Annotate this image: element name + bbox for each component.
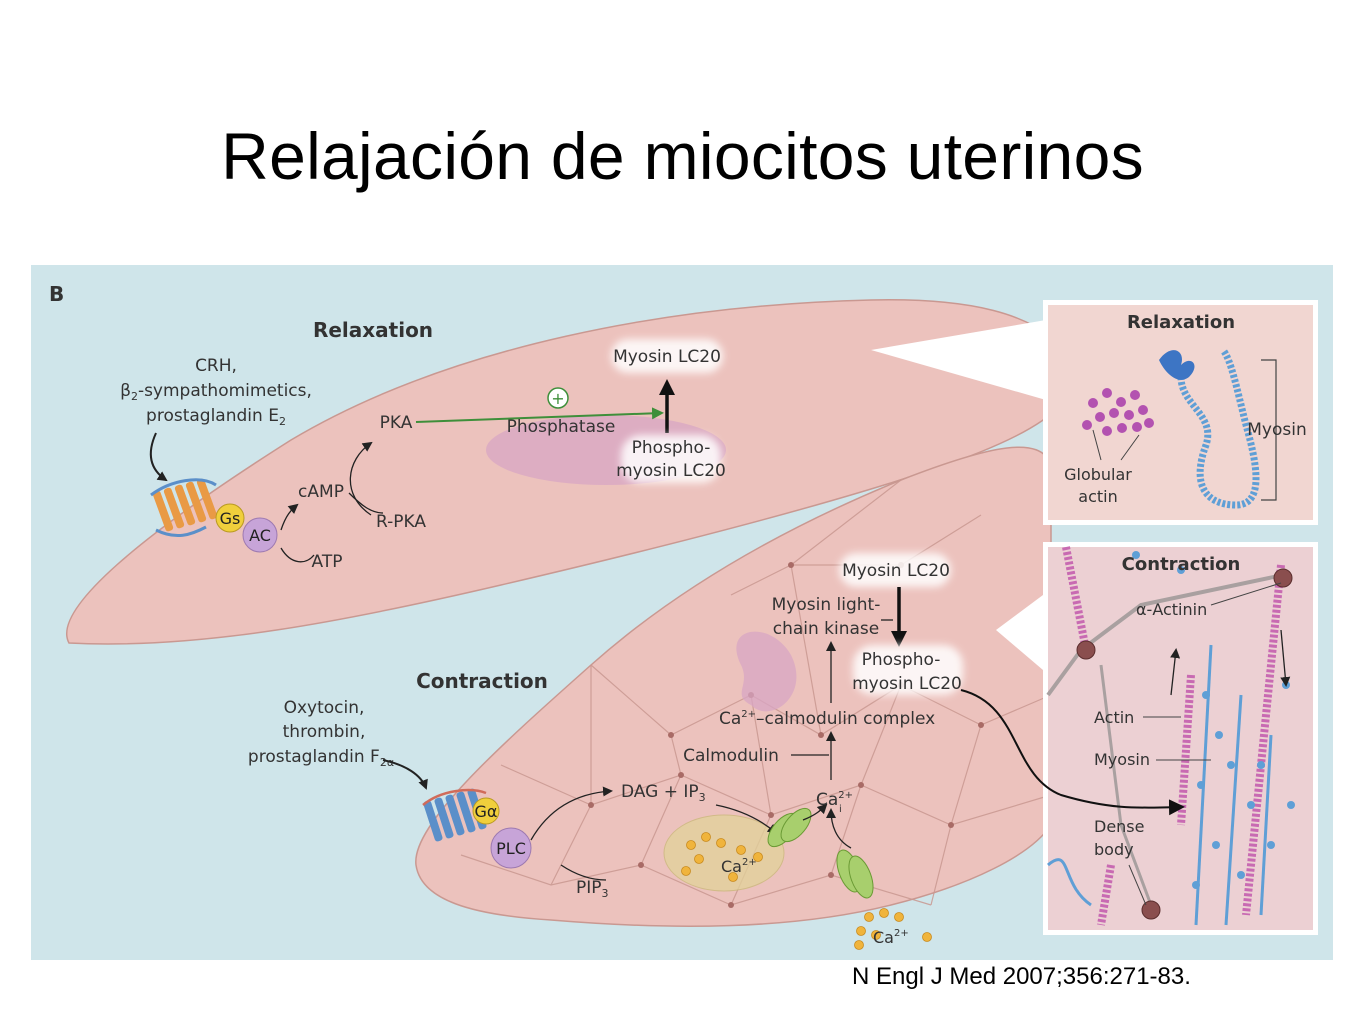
ac-to-camp-arrow xyxy=(280,503,299,531)
contraction-inset xyxy=(1048,547,1313,930)
relax-agonist-line3: prostaglandin E2 xyxy=(146,406,286,428)
extracellular-calcium-ions xyxy=(854,908,932,950)
globular-line1: Globular xyxy=(1064,465,1132,484)
relaxation-heading: Relaxation xyxy=(313,318,433,342)
relax-myosin-lc20: Myosin LC20 xyxy=(613,347,721,367)
contract-agonist-line2: thrombin, xyxy=(283,722,366,742)
myosin-head xyxy=(1159,350,1195,380)
camp-label: cAMP xyxy=(298,482,344,502)
inset-contraction-heading: Contraction xyxy=(1122,554,1241,575)
inset-myosin-label: Myosin xyxy=(1247,420,1306,440)
relax-agonist-line2: β2-sympathomimetics, xyxy=(120,381,312,403)
actin-up-arrow xyxy=(1170,648,1181,696)
galpha-protein xyxy=(472,797,500,825)
camp-to-pka-arrow xyxy=(349,441,373,516)
plc-to-dag-arrow xyxy=(530,786,613,841)
adenylyl-cyclase xyxy=(242,517,278,553)
sr-ca-label: Ca2+ xyxy=(721,857,757,876)
relax-agonist-arrow xyxy=(149,432,168,482)
relaxation-receptor xyxy=(150,478,218,538)
ac-label: AC xyxy=(249,526,271,545)
dense-bodies xyxy=(1076,568,1293,920)
actinin-label: α-Actinin xyxy=(1136,600,1207,619)
to-inset-arrow xyxy=(960,689,1185,816)
uterine-myocyte-diagram: Gs AC CRH, β2-sympathomimetics, prostagl… xyxy=(31,265,1333,960)
contract-phospho-glow xyxy=(853,645,963,695)
relax-myosin-glow xyxy=(611,339,723,373)
plc-label: PLC xyxy=(496,839,526,858)
plus-sign: + xyxy=(551,389,564,408)
myosin-bracket xyxy=(1261,359,1277,501)
sr-calcium-channel xyxy=(767,807,812,848)
contract-agonist-line1: Oxytocin, xyxy=(284,698,365,718)
contraction-nucleus xyxy=(736,631,797,712)
rpka-line xyxy=(348,492,384,514)
sr-release-arrow xyxy=(802,803,828,821)
pip3-label: PIP3 xyxy=(576,878,609,900)
dense-body-leader xyxy=(1128,864,1147,906)
actinin-filament xyxy=(1046,573,1284,697)
relax-phospho-line2: myosin LC20 xyxy=(616,461,726,481)
cai-label: Ca2+i xyxy=(816,790,853,815)
relax-phospho-line1: Phospho- xyxy=(632,438,711,458)
atp-to-ac-line xyxy=(280,547,315,563)
membrane-calcium-channel xyxy=(836,849,874,899)
complex-label: Ca2+–calmodulin complex xyxy=(719,709,935,729)
citation: N Engl J Med 2007;356:271-83. xyxy=(852,963,1191,990)
inset-actin-label: Actin xyxy=(1094,708,1134,727)
contract-myosin-lc20: Myosin LC20 xyxy=(842,561,950,581)
sr-calcium-ions xyxy=(681,832,763,882)
myosin-heads xyxy=(1132,551,1295,889)
relaxation-inset xyxy=(1048,305,1313,520)
relax-agonist-line1: CRH, xyxy=(195,356,237,376)
pka-activation-arrow xyxy=(415,407,664,423)
dense-body-line1: Dense xyxy=(1094,817,1144,836)
contract-agonist-arrow xyxy=(382,759,428,790)
pka-label: PKA xyxy=(380,413,413,433)
actinin-leader xyxy=(1210,582,1282,606)
phosphatase-label: Phosphatase xyxy=(507,417,616,437)
contraction-callout xyxy=(996,595,1043,670)
contract-phospho-line1: Phospho- xyxy=(862,650,941,670)
globular-actin-cluster xyxy=(1082,388,1154,436)
mlck-line2: chain kinase xyxy=(773,619,880,639)
pip3-line xyxy=(560,864,607,881)
panel-label: B xyxy=(49,282,64,306)
myosin-molecule xyxy=(1177,347,1260,509)
phospholipase-c xyxy=(490,827,532,869)
calmodulin-label: Calmodulin xyxy=(683,746,779,766)
diagram-canvas: Gs AC CRH, β2-sympathomimetics, prostagl… xyxy=(31,265,1333,960)
globular-line2: actin xyxy=(1078,487,1117,506)
mlck-line1: Myosin light- xyxy=(772,595,881,615)
dense-body-line2: body xyxy=(1094,840,1134,859)
inset-myosin-contraction-label: Myosin xyxy=(1094,750,1150,769)
extracellular-ca-label: Ca2+ xyxy=(873,928,909,947)
myosin-down-arrow xyxy=(1280,629,1291,687)
contraction-heading: Contraction xyxy=(416,669,548,693)
relax-phospho-glow xyxy=(621,435,721,483)
plus-sign-circle xyxy=(547,387,569,409)
galpha-label: Gα xyxy=(475,802,498,821)
dag-ip3-label: DAG + IP3 xyxy=(621,782,706,804)
atp-label: ATP xyxy=(312,552,343,572)
inset-relaxation-heading: Relaxation xyxy=(1127,312,1235,333)
dense-body-filament xyxy=(1099,664,1153,906)
rpka-label: R-PKA xyxy=(376,512,426,532)
gs-label: Gs xyxy=(220,509,241,528)
sarcoplasmic-reticulum xyxy=(663,814,785,892)
gs-protein xyxy=(215,503,245,533)
slide-title: Relajación de miocitos uterinos xyxy=(221,119,1144,193)
contract-myosin-glow xyxy=(839,553,951,587)
relaxation-callout xyxy=(871,320,1046,400)
globular-actin-leader xyxy=(1092,429,1140,461)
influx-arrow xyxy=(826,808,852,849)
contract-phospho-line2: myosin LC20 xyxy=(852,674,962,694)
contract-agonist-line3: prostaglandin F2α xyxy=(248,747,394,769)
